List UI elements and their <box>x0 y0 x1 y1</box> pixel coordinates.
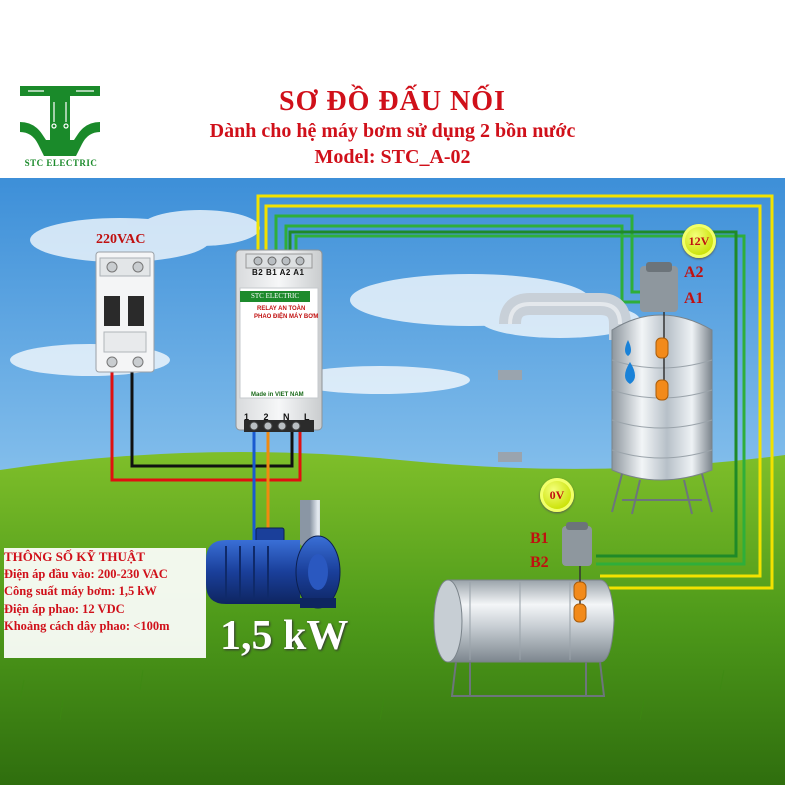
specs-panel: THÔNG SỐ KỸ THUẬT Điện áp đầu vào: 200-2… <box>4 548 206 658</box>
relay-title-line1: RELAY AN TOÀN <box>257 306 306 312</box>
page-title: SƠ ĐỒ ĐẤU NỐI <box>279 86 506 117</box>
relay-title-line2: PHAO ĐIỆN MÁY BƠM <box>254 314 319 320</box>
lower-voltage-badge: 0V <box>540 478 574 512</box>
spec-line: Khoảng cách dây phao: <100m <box>4 619 170 633</box>
sensor-a2-label: A2 <box>684 264 704 281</box>
specs-title: THÔNG SỐ KỸ THUẬT <box>4 549 145 564</box>
relay-terminals-bottom: 1 2 N L <box>244 412 316 422</box>
lower-water-tank <box>433 522 615 697</box>
pump-power-label: 1,5 kW <box>220 613 349 659</box>
stc-logo-icon <box>20 86 100 156</box>
sensor-b1-label: B1 <box>530 530 549 547</box>
circuit-breaker <box>95 251 155 373</box>
upper-water-tank <box>611 262 713 515</box>
spec-line: Điện áp đầu vào: 200-230 VAC <box>4 566 168 581</box>
water-pump <box>206 527 341 609</box>
sensor-b2-label: B2 <box>530 554 549 571</box>
supply-voltage-label: 220VAC <box>96 232 146 247</box>
logo-text: STC ELECTRIC <box>24 158 98 168</box>
sensor-a1-label: A1 <box>684 290 704 307</box>
relay-terminals-top: B2 B1 A2 A1 <box>252 268 305 277</box>
upper-voltage-badge: 12V <box>682 224 716 258</box>
relay-brand: STC ELECTRIC <box>240 291 310 302</box>
relay-device <box>235 249 323 432</box>
spec-line: Công suất máy bơm: 1,5 kW <box>4 584 157 598</box>
page-subtitle: Dành cho hệ máy bơm sử dụng 2 bồn nước <box>209 120 576 142</box>
model-label: Model: STC_A-02 <box>314 146 471 168</box>
relay-made-in: Made in VIET NAM <box>251 392 304 398</box>
spec-line: Điện áp phao: 12 VDC <box>4 601 125 616</box>
